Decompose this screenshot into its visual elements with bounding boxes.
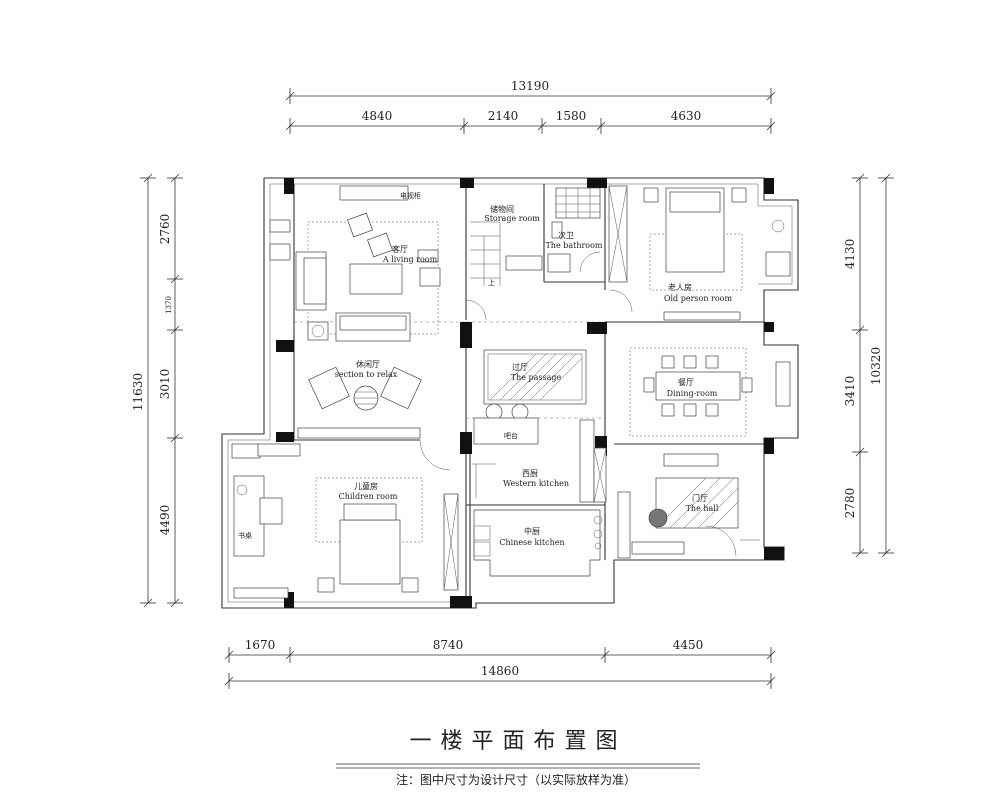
living-room-label-cn: 客厅 <box>392 244 408 254</box>
bathroom-fixtures <box>547 187 601 273</box>
top-dimension-3: 1580 <box>556 109 587 123</box>
structural-columns <box>276 178 784 608</box>
bottom-dimension-2: 8740 <box>433 638 464 652</box>
old-room-label-en: Old person room <box>664 294 733 303</box>
left-dimension-4: 4490 <box>158 505 172 536</box>
old-room-label-cn: 老人房 <box>668 282 692 292</box>
storage-room-label-en: Storage room <box>484 214 540 223</box>
bathroom-label-cn: 次卫 <box>558 230 574 240</box>
hall-label-en: The hall <box>686 504 719 513</box>
stair-up-label: 上 <box>488 278 495 287</box>
chinese-kitchen-furniture <box>473 509 603 577</box>
passage-label-cn: 过厅 <box>512 362 528 372</box>
western-kitchen-label-en: Western kitchen <box>503 479 569 488</box>
dining-label-cn: 餐厅 <box>678 378 694 387</box>
top-dimension-4: 4630 <box>671 109 702 123</box>
left-dimension-1: 2760 <box>158 214 172 245</box>
top-dimension-lines <box>285 88 776 134</box>
passage-rug <box>473 349 587 445</box>
children-room-label-en: Children room <box>339 492 398 501</box>
top-dimension-1: 4840 <box>362 109 393 123</box>
hall-label-cn: 门厅 <box>692 493 708 503</box>
right-dimension-2: 3410 <box>843 376 857 407</box>
interior-walls <box>294 184 764 603</box>
left-dimension-3: 3010 <box>158 369 172 400</box>
hall-furniture <box>617 453 760 559</box>
left-dimension-lines <box>140 173 183 608</box>
storage-stair <box>470 221 543 286</box>
drawing-title: 一楼平面布置图 <box>409 729 626 754</box>
living-room-label-en: A living room <box>382 255 438 264</box>
top-dimension-2: 2140 <box>488 109 519 123</box>
passage-label-en: The passage <box>511 373 562 382</box>
desk-label: 书桌 <box>238 531 252 540</box>
right-dimension-lines <box>852 173 894 558</box>
children-room-label-cn: 儿童房 <box>354 481 378 491</box>
right-dimension-3: 2780 <box>843 488 857 519</box>
bathroom-label-en: The bathroom <box>545 241 602 250</box>
old-person-room-furniture <box>608 185 791 321</box>
bottom-total-dimension: 14860 <box>481 664 519 678</box>
bar-label: 吧台 <box>504 431 518 440</box>
right-total-dimension: 10320 <box>869 347 883 385</box>
bottom-dimension-1: 1670 <box>245 638 276 652</box>
western-kitchen-label-cn: 西厨 <box>522 469 538 478</box>
left-dimension-2: 1370 <box>165 296 173 314</box>
door-swings <box>419 251 737 557</box>
relax-area-furniture <box>297 366 422 439</box>
bottom-dimension-3: 4450 <box>673 638 704 652</box>
western-kitchen-furniture <box>472 419 607 503</box>
dining-room-furniture <box>629 347 791 437</box>
right-dimension-1: 4130 <box>843 239 857 270</box>
bottom-dimension-lines <box>224 647 776 689</box>
storage-room-label-cn: 储物间 <box>490 204 514 214</box>
dining-label-en: Dining-room <box>667 389 718 398</box>
drawing-note: 注：图中尺寸为设计尺寸（以实际放样为准） <box>396 772 636 787</box>
chinese-kitchen-label-en: Chinese kitchen <box>499 538 564 547</box>
living-room-furniture <box>269 185 441 342</box>
relax-label-cn: 休闲厅 <box>356 359 380 369</box>
relax-label-en: section to relax <box>335 370 398 379</box>
living-cabinet-label: 电视柜 <box>400 191 421 200</box>
left-total-dimension: 11630 <box>131 373 145 411</box>
children-room-furniture <box>231 443 459 599</box>
chinese-kitchen-label-cn: 中厨 <box>524 526 540 536</box>
top-total-dimension: 13190 <box>511 79 549 93</box>
